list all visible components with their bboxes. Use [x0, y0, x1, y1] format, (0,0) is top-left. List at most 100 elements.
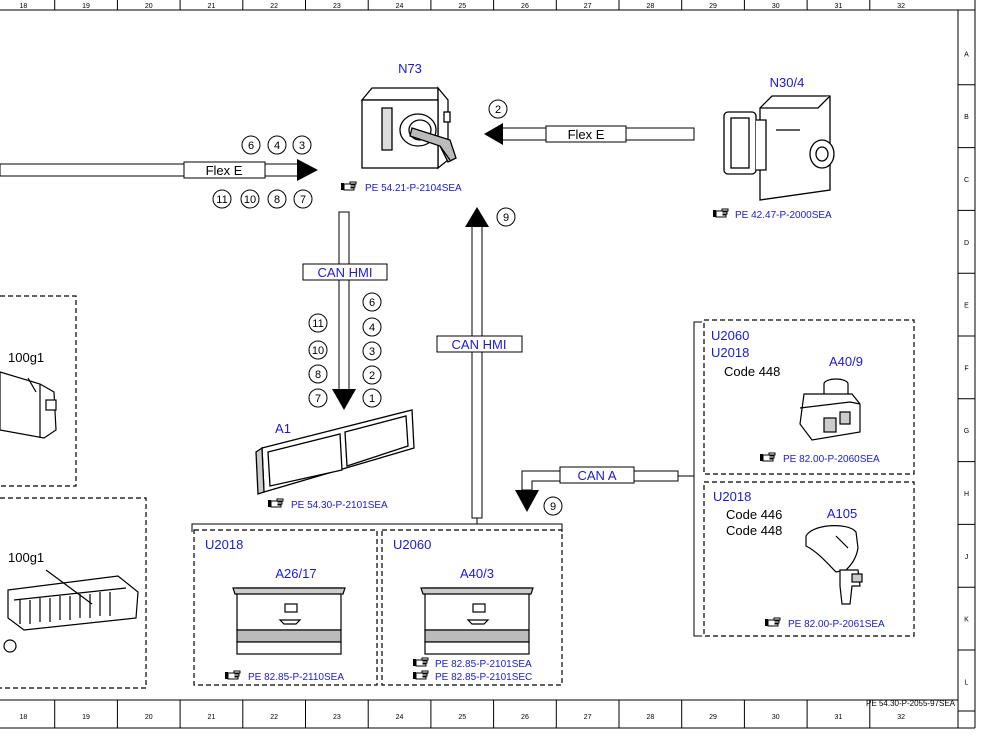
can-a-bus: CAN A 9 [515, 466, 688, 516]
right-bracket [688, 321, 702, 637]
a40-3-ref-1: PE 82.85-P-2101SEA [435, 659, 532, 670]
column-number: 20 [145, 3, 153, 10]
can-hmi-up-bus: CAN HMI 9 [436, 207, 523, 519]
a40-9-variant-code-1: U2060 [711, 328, 749, 343]
gear-selector-drawing [805, 525, 863, 605]
column-number: 26 [521, 3, 529, 10]
signal-number: 7 [300, 194, 306, 206]
column-number: 18 [19, 714, 27, 721]
column-number: 26 [521, 714, 529, 721]
row-letter: L [965, 679, 969, 686]
a105-label: A105 [827, 506, 857, 521]
signal-number: 4 [274, 140, 280, 152]
box-a26-17: U2018 A26/17 PE 82.85-P-2110SEA [193, 529, 378, 686]
column-number: 31 [835, 714, 843, 721]
a105-variant-code: U2018 [713, 489, 751, 504]
module-drawing [0, 371, 57, 439]
n73-ref: PE 54.21-P-2104SEA [365, 183, 462, 194]
n73-label: N73 [398, 61, 422, 76]
a40-9-ref: PE 82.00-P-2060SEA [783, 454, 880, 465]
rotary-controller-drawing [799, 378, 861, 441]
component-n73: N73 PE 54.21-P-2104SEA [341, 61, 462, 194]
box-a40-9: U2060 U2018 Code 448 A40/9 PE 82.00-P-20… [703, 319, 915, 475]
abs-module-drawing [723, 95, 835, 201]
row-letter: H [964, 491, 969, 498]
a1-label: A1 [275, 421, 291, 436]
column-number: 27 [584, 3, 592, 10]
left-box-upper: 100g1 [0, 295, 77, 487]
a40-9-variant-code-2: U2018 [711, 345, 749, 360]
flex-e-left-bus: Flex E [0, 159, 318, 181]
column-number: 21 [208, 3, 216, 10]
can-hmi-up-label: CAN HMI [452, 337, 507, 352]
column-number: 31 [835, 3, 843, 10]
row-letter: C [964, 177, 969, 184]
column-number: 24 [396, 714, 404, 721]
signal-number: 4 [369, 322, 375, 334]
flex-e-right-label: Flex E [568, 127, 605, 142]
arrowhead-left [484, 123, 503, 145]
flex-e-left-label: Flex E [206, 163, 243, 178]
row-letter: G [964, 428, 969, 435]
column-number: 23 [333, 714, 341, 721]
flex-signal-circles: 6 4 3 11 10 8 7 [212, 135, 313, 209]
instrument-cluster-drawing [255, 409, 415, 495]
left-box-lower: 100g1 [0, 497, 147, 689]
row-letter: F [964, 365, 968, 372]
box-a40-3: U2060 A40/3 PE 82.85-P-2101SEA PE 82.85-… [381, 529, 563, 686]
can-hmi-signal-circles: 6 4 3 2 1 11 10 8 7 [308, 292, 382, 408]
a26-variant-code: U2018 [205, 537, 243, 552]
n30-4-label: N30/4 [770, 75, 805, 90]
amplifier-drawing [3, 569, 139, 653]
column-number: 22 [270, 714, 278, 721]
column-number: 19 [82, 714, 90, 721]
column-number: 32 [897, 714, 905, 721]
signal-number: 1 [369, 393, 375, 405]
row-letter: B [964, 114, 969, 121]
column-number: 29 [709, 714, 717, 721]
signal-number: 3 [369, 346, 375, 358]
bottom-bracket [191, 518, 563, 532]
signal-number: 9 [503, 212, 509, 224]
signal-number: 10 [244, 194, 256, 206]
signal-number: 9 [550, 501, 556, 513]
can-hmi-down-bus: CAN HMI [302, 211, 388, 410]
column-number: 30 [772, 3, 780, 10]
column-number: 22 [270, 3, 278, 10]
signal-number: 8 [315, 369, 321, 381]
a105-ref: PE 82.00-P-2061SEA [788, 619, 885, 630]
a40-3-variant-code: U2060 [393, 537, 431, 552]
signal-number: 6 [248, 140, 254, 152]
signal-number: 2 [495, 104, 501, 116]
column-number: 28 [646, 3, 654, 10]
n30-4-ref: PE 42.47-P-2000SEA [735, 210, 832, 221]
signal-number: 8 [274, 194, 280, 206]
arrowhead-down [332, 389, 356, 410]
signal-number: 3 [299, 140, 305, 152]
signal-number: 10 [312, 345, 324, 357]
column-number: 21 [208, 714, 216, 721]
a26-17-ref: PE 82.85-P-2110SEA [248, 672, 344, 683]
column-number: 24 [396, 3, 404, 10]
component-n30-4: N30/4 PE 42.47-P-2000SEA [713, 75, 835, 221]
arrowhead-up [465, 207, 489, 227]
arrowhead-right [297, 159, 318, 181]
column-number: 27 [584, 714, 592, 721]
column-number: 23 [333, 3, 341, 10]
left-upper-label: 100g1 [8, 350, 44, 365]
control-panel-drawing [420, 587, 534, 655]
row-letter: A [964, 51, 969, 58]
row-letter: K [964, 617, 969, 624]
left-lower-label: 100g1 [8, 550, 44, 565]
column-number: 30 [772, 714, 780, 721]
signal-number: 7 [315, 393, 321, 405]
component-a1: A1 PE 54.30-P-2101SEA [255, 409, 415, 511]
column-number: 19 [82, 3, 90, 10]
a40-9-label: A40/9 [829, 354, 863, 369]
a105-code-note-1: Code 446 [726, 507, 782, 522]
